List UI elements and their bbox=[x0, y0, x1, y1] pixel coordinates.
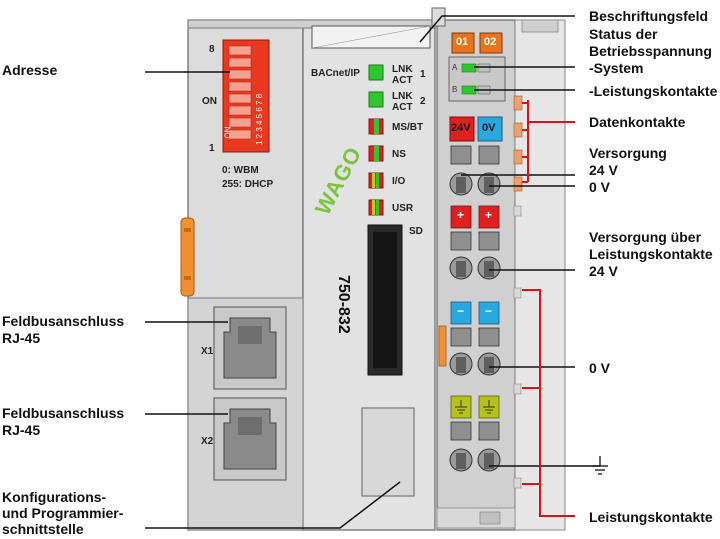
led-label-num-2: 2 bbox=[420, 96, 426, 107]
label-zero-v: 0 V bbox=[589, 360, 611, 376]
power-module-housing bbox=[436, 19, 516, 531]
dip-label-on: ON bbox=[202, 96, 217, 107]
label-status-line1: Status der bbox=[589, 26, 658, 42]
dip-switch-levers bbox=[228, 45, 252, 140]
slot-marker-02 bbox=[479, 32, 503, 54]
label-beschriftungsfeld: Beschriftungsfeld bbox=[589, 8, 709, 24]
led-label-lnk-2: LNK bbox=[392, 91, 413, 102]
label-feldbus1-line2: RJ-45 bbox=[2, 330, 41, 346]
dip-label-bottom: 1 bbox=[209, 143, 215, 154]
status-led-a bbox=[461, 63, 477, 73]
status-led-b bbox=[461, 85, 477, 95]
label-versorgung-pk-line2: Leistungskontakte bbox=[589, 246, 713, 262]
status-label-b: B bbox=[452, 85, 458, 94]
protocol-label: BACnet/IP bbox=[311, 68, 360, 79]
led-usr bbox=[368, 199, 384, 216]
label-feldbus2-line2: RJ-45 bbox=[2, 422, 41, 438]
model-number: 750-832 bbox=[335, 275, 352, 334]
slot-02-label: 02 bbox=[484, 36, 497, 48]
label-feldbus1-line1: Feldbusanschluss bbox=[2, 313, 125, 329]
led-label-act-2: ACT bbox=[392, 102, 413, 113]
minus-label-1: − bbox=[457, 304, 465, 318]
label-adresse: Adresse bbox=[2, 62, 58, 78]
led-label-lnk-1: LNK bbox=[392, 64, 413, 75]
led-ns bbox=[368, 145, 384, 162]
led-lnk-act-1 bbox=[368, 64, 384, 81]
label-datenkontakte: Datenkontakte bbox=[589, 114, 686, 130]
led-label-num-1: 1 bbox=[420, 69, 426, 80]
label-versorgung-line1: Versorgung bbox=[589, 145, 667, 161]
label-status-line3: -System bbox=[589, 60, 644, 76]
label-versorgung-pk-line1: Versorgung über bbox=[589, 229, 702, 245]
led-io bbox=[368, 172, 384, 189]
dip-label-top: 8 bbox=[209, 44, 215, 55]
led-lnk-act-2 bbox=[368, 91, 384, 108]
label-status-line2: Betriebsspannung bbox=[589, 43, 712, 59]
red-leader-lines bbox=[522, 100, 575, 517]
label-versorgung-line2: 24 V bbox=[589, 162, 618, 178]
label-leistungskontakte: Leistungskontakte bbox=[589, 509, 713, 525]
label-status-line4: -Leistungskontakte bbox=[589, 83, 718, 99]
ground-symbol-icon bbox=[592, 456, 608, 475]
label-konfig-line2: und Programmier- bbox=[2, 505, 124, 521]
dip-on-small: ON bbox=[223, 126, 233, 139]
terminal-row-2 bbox=[449, 205, 501, 280]
label-versorgung-pk-line3: 24 V bbox=[589, 263, 618, 279]
sd-label: SD bbox=[409, 226, 423, 237]
tag-0v bbox=[477, 116, 503, 142]
led-label-ms-bt: MS/BT bbox=[392, 122, 424, 133]
led-label-usr: USR bbox=[392, 203, 414, 214]
led-label-ns: NS bbox=[392, 149, 406, 160]
slot-marker-01 bbox=[451, 32, 475, 54]
led-label-io: I/O bbox=[392, 176, 406, 187]
status-led-area bbox=[448, 56, 506, 102]
config-interface-cover bbox=[361, 407, 415, 497]
plus-label-2: + bbox=[485, 208, 493, 222]
led-ms-bt bbox=[368, 118, 384, 135]
label-versorgung-line3: 0 V bbox=[589, 179, 611, 195]
tag-0v-label: 0V bbox=[482, 122, 496, 134]
dip-numbers: 1 2 3 4 5 6 7 8 bbox=[255, 93, 264, 145]
status-label-a: A bbox=[452, 63, 458, 72]
tag-24v bbox=[449, 116, 475, 142]
port-x2-label: X2 bbox=[201, 436, 214, 447]
mode-dhcp: 255: DHCP bbox=[222, 179, 274, 190]
leader-lines bbox=[145, 15, 600, 529]
terminal-row-1 bbox=[449, 145, 501, 196]
terminal-row-3 bbox=[449, 301, 501, 376]
port-x1-label: X1 bbox=[201, 346, 214, 357]
orange-release-lever bbox=[438, 325, 447, 367]
label-feldbus2-line1: Feldbusanschluss bbox=[2, 405, 125, 421]
mode-wbm: 0: WBM bbox=[222, 165, 259, 176]
minus-label-2: − bbox=[485, 304, 493, 318]
tag-24v-label: 24V bbox=[451, 122, 471, 134]
plus-label-1: + bbox=[457, 208, 465, 222]
label-konfig-line1: Konfigurations- bbox=[2, 489, 107, 505]
led-label-act-1: ACT bbox=[392, 75, 413, 86]
label-konfig-line3: schnittstelle bbox=[2, 521, 84, 537]
slot-01-label: 01 bbox=[456, 36, 469, 48]
